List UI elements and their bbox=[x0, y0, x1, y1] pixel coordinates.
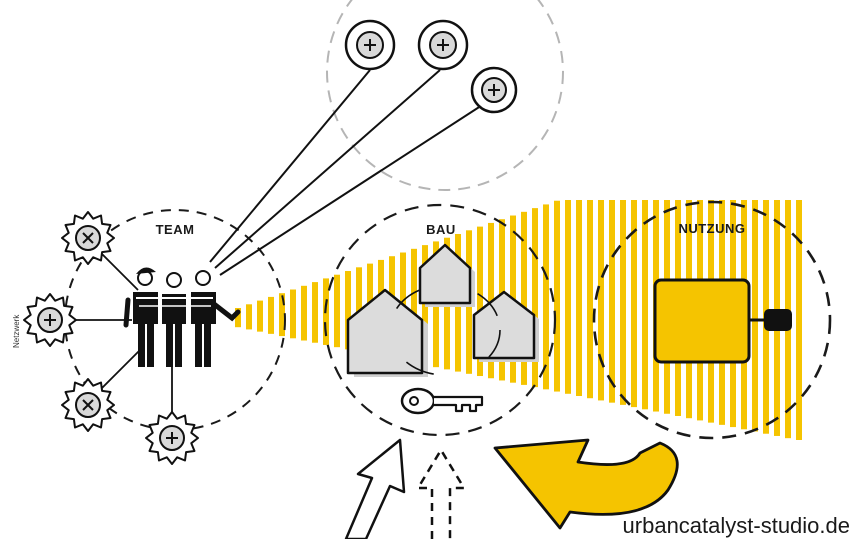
beam-stripe bbox=[565, 200, 571, 394]
bau-label: BAU bbox=[426, 222, 456, 237]
beam-stripe bbox=[290, 289, 296, 339]
beam-stripe bbox=[576, 200, 582, 397]
beam-stripe bbox=[631, 200, 637, 408]
beam-stripe bbox=[268, 296, 274, 334]
link-line bbox=[219, 99, 491, 276]
beam-stripe bbox=[796, 200, 802, 440]
team-label: TEAM bbox=[156, 222, 195, 237]
beam-stripe bbox=[752, 200, 758, 432]
team-people-icon bbox=[123, 267, 241, 367]
nutzung-circle bbox=[592, 200, 832, 440]
beam-stripe bbox=[257, 300, 263, 332]
beam-stripe bbox=[279, 293, 285, 337]
beam-stripe bbox=[598, 200, 604, 401]
house-icon bbox=[418, 243, 475, 307]
house-icon bbox=[346, 288, 428, 377]
beam-stripe bbox=[587, 200, 593, 399]
beam-stripe bbox=[235, 308, 241, 328]
network-circle-top bbox=[326, 0, 564, 191]
link-line bbox=[214, 69, 441, 269]
beam-stripe bbox=[356, 267, 362, 352]
beam-stripe bbox=[620, 200, 626, 405]
usage-box-icon bbox=[653, 278, 792, 364]
plus-node-top-3 bbox=[470, 66, 518, 114]
beam-stripe bbox=[532, 208, 538, 388]
beam-stripe bbox=[554, 200, 560, 392]
credit-text: urbancatalyst-studio.de bbox=[623, 513, 850, 538]
bau-circle bbox=[323, 203, 557, 437]
key-icon bbox=[400, 387, 484, 415]
nutzung-label: NUTZUNG bbox=[678, 221, 745, 236]
gear-node-cross-icon bbox=[61, 378, 115, 432]
house-ring bbox=[389, 284, 501, 376]
beam-stripe bbox=[609, 200, 615, 403]
beam-stripe bbox=[642, 200, 648, 410]
beam-stripe bbox=[477, 226, 483, 377]
gear-node-cross-icon bbox=[61, 211, 115, 265]
beam-stripe bbox=[521, 211, 527, 385]
arrow-up-solid-icon bbox=[344, 438, 406, 539]
beam-stripe bbox=[334, 274, 340, 348]
beam-stripe bbox=[246, 304, 252, 330]
gear-node-plus-icon bbox=[145, 411, 199, 465]
plus-node-top-1 bbox=[344, 19, 396, 71]
beam-stripe bbox=[345, 271, 351, 350]
beam-stripe bbox=[312, 282, 318, 343]
house-icon bbox=[472, 290, 539, 362]
gear-node-plus-icon bbox=[23, 293, 77, 347]
link-line bbox=[209, 69, 371, 263]
beam-stripe bbox=[411, 248, 417, 363]
curved-arrow-icon bbox=[493, 438, 679, 530]
plus-node-top-2 bbox=[417, 19, 469, 71]
arrow-up-dashed-icon bbox=[416, 448, 466, 539]
netzwerk-label: Netzwerk bbox=[12, 314, 21, 348]
beam-stripe bbox=[543, 204, 549, 390]
beam-stripe bbox=[301, 285, 307, 341]
gear-nodes bbox=[23, 211, 199, 465]
